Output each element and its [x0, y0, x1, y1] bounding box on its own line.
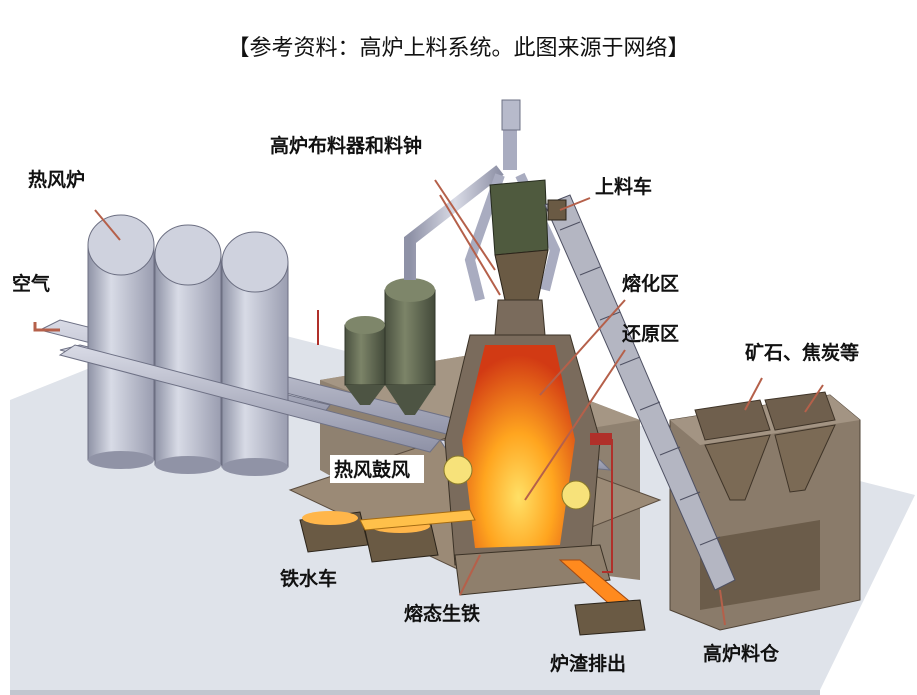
label-hot-metal-car: 铁水车 [280, 567, 337, 590]
leader-distributor-1 [434, 179, 496, 271]
charging-bell [494, 249, 549, 301]
leader-lines [94, 179, 824, 626]
hot-blast-pipe-front [58, 344, 441, 453]
hot-stove-1 [87, 214, 155, 469]
furnace-throat [494, 299, 546, 336]
tuyere-right [561, 480, 591, 510]
label-hot-stove: 热风炉 [28, 168, 85, 191]
hot-stove-3 [221, 231, 289, 476]
label-stock-bin: 高炉料仓 [703, 642, 780, 665]
label-reduction-zone: 还原区 [621, 323, 679, 345]
leader-stock-bin [719, 589, 726, 626]
label-hot-blast: 热风鼓风 [334, 458, 410, 481]
uptake-pipe-left [404, 165, 504, 280]
furnace-top-housing [489, 179, 549, 256]
furnace-hot-core [462, 345, 575, 548]
caption: 【参考资料：高炉上料系统。此图来源于网络】 [227, 36, 690, 61]
ore-bin-1 [694, 399, 771, 441]
leader-ore-2 [804, 384, 824, 413]
skip-car [547, 199, 567, 221]
hot-stove-2 [154, 224, 222, 474]
leader-hot-stove [94, 209, 121, 241]
furnace-hearth [454, 544, 611, 596]
slag-pot [574, 599, 646, 636]
leader-reduction-zone [524, 349, 626, 501]
leader-distributor-2 [439, 194, 501, 296]
label-ore-coke: 矿石、焦炭等 [745, 341, 859, 364]
ore-hopper-2 [774, 424, 836, 493]
iron-runner [359, 509, 476, 531]
skip-incline [544, 194, 736, 591]
dust-catcher [344, 278, 436, 415]
label-molten-iron: 熔态生铁 [404, 602, 480, 625]
label-skip-car: 上料车 [595, 175, 652, 198]
leader-molten-iron [459, 554, 481, 596]
ore-hopper-1 [704, 434, 771, 501]
ore-bin-2 [764, 391, 836, 431]
uptake-pipe-branch [464, 173, 505, 302]
leader-ore-1 [744, 377, 763, 411]
stock-pit [700, 520, 820, 610]
label-distributor: 高炉布料器和料钟 [270, 134, 422, 157]
gas-offtake-top [501, 99, 521, 131]
leader-melting-zone [539, 299, 626, 396]
ground-edge [10, 690, 820, 695]
leader-skip-car [559, 197, 591, 211]
label-air: 空气 [12, 272, 50, 295]
air-inlet-pipe [33, 322, 60, 332]
label-melting-zone: 熔化区 [622, 272, 679, 295]
control-box [590, 433, 612, 445]
label-slag-out: 炉渣排出 [550, 652, 626, 675]
tuyere-left [443, 455, 473, 485]
label-hot-blast-bg [330, 455, 424, 483]
